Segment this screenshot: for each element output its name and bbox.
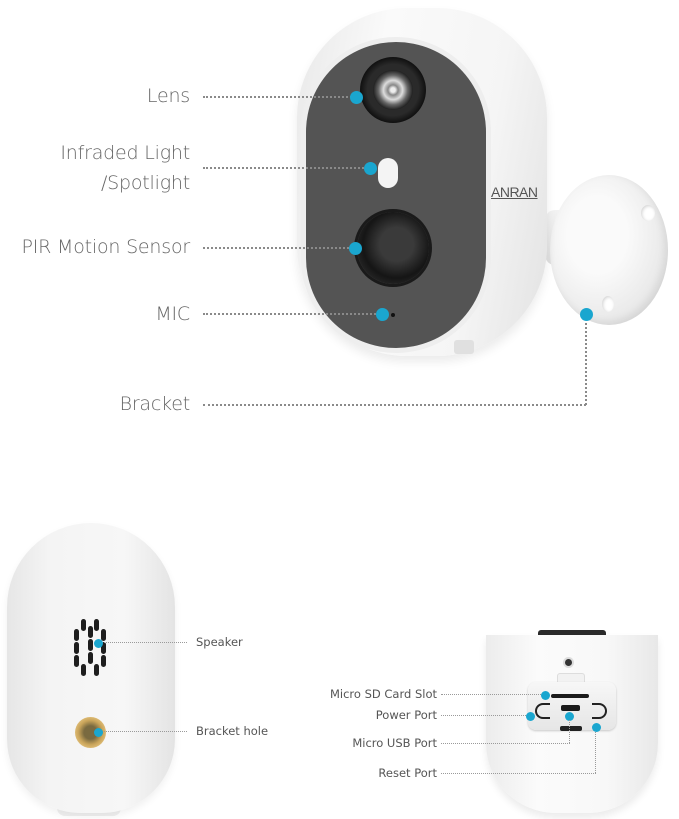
label-micro-sd-card-slot: Micro SD Card Slot [329,687,437,701]
callout-line [441,715,528,716]
pinhole-icon [565,659,572,666]
callout-dot [349,90,363,104]
port-hook [535,703,550,719]
label-micro-usb-port: Micro USB Port [352,736,437,750]
label-speaker: Speaker [196,635,243,649]
callout-line [203,313,379,315]
callout-line [441,773,596,774]
callout-line [595,730,596,773]
label-mic: MIC [155,303,190,325]
camera-clip [454,340,474,354]
callout-line [203,247,353,249]
callout-line [203,96,355,98]
brand-logo: ANRAN [491,184,538,200]
callout-dot [348,241,362,255]
callout-dot [564,711,574,721]
callout-dot [579,307,593,321]
callout-dot [93,727,103,737]
callout-line [102,642,187,643]
label-pir-motion-sensor: PIR Motion Sensor [21,236,191,258]
port-hook [592,703,607,719]
callout-dot [591,722,601,732]
callout-dot [375,307,389,321]
callout-line [203,404,586,406]
label-bracket: Bracket [119,393,191,415]
callout-line [203,167,368,169]
label-lens: Lens [146,85,190,107]
label-bracket-hole: Bracket hole [196,724,269,738]
callout-line [441,694,541,695]
callout-line [441,743,570,744]
callout-line [569,720,570,743]
callout-dot [525,711,535,721]
camera-back-shell [7,523,175,813]
callout-dot [363,161,377,175]
pir-sensor-icon [357,212,429,284]
camera-top-edge [538,630,606,639]
power-port-icon [561,705,580,711]
label-reset-port: Reset Port [378,766,437,780]
callout-line [585,318,587,405]
callout-dot [93,638,103,648]
sd-card-slot-icon [551,694,589,698]
label-power-port: Power Port [375,708,437,722]
label-spotlight: /Spotlight [100,172,190,194]
bracket-screw-hole [641,205,655,221]
lens-glass [373,70,413,110]
spotlight-icon [378,158,398,188]
mic-hole-icon [391,313,395,317]
bracket-screw-hole [602,296,614,312]
micro-usb-port-icon [560,726,582,731]
callout-dot [540,690,550,700]
label-infrared-light: Infraded Light [60,142,190,164]
callout-line [102,731,187,732]
